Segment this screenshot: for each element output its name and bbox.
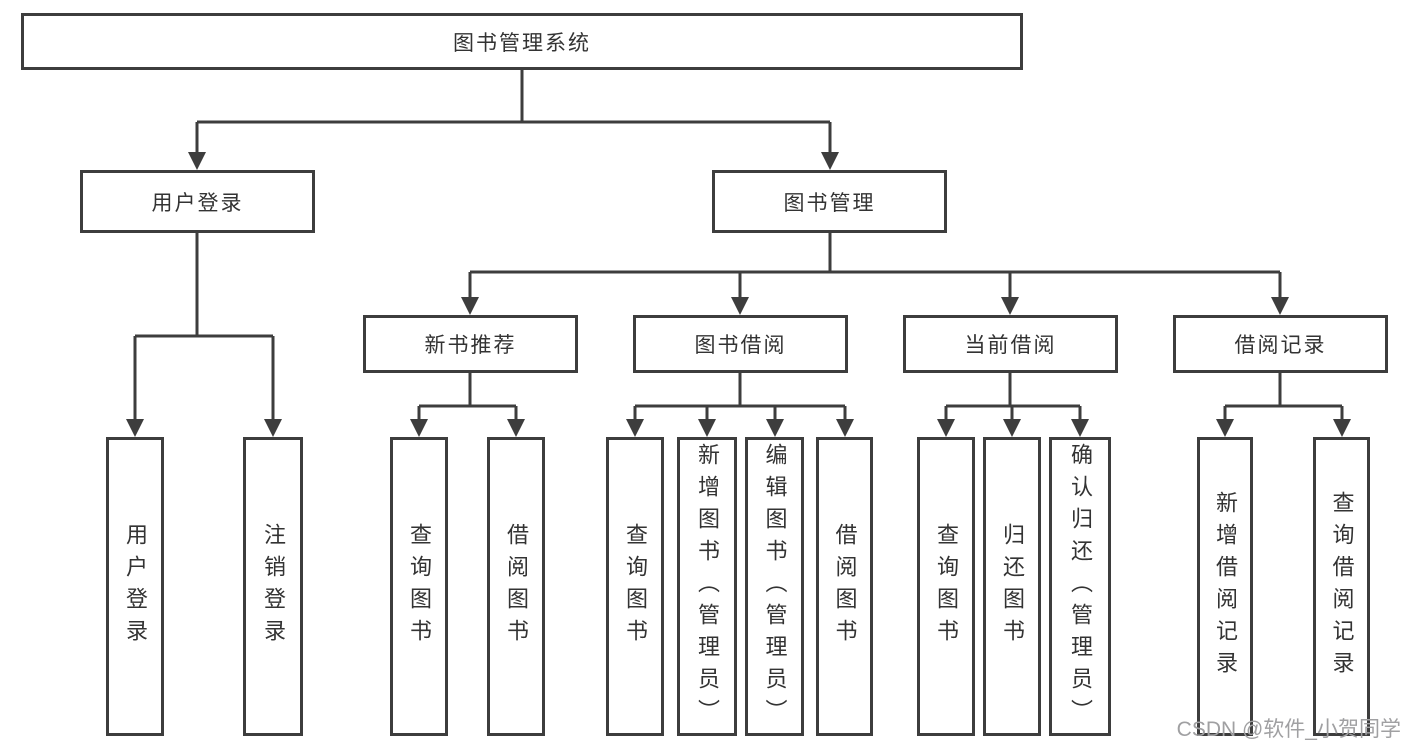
node-borrow-records: 借阅记录 (1173, 315, 1388, 373)
leaf-add-borrow-record-label: 新增借阅记录 (1213, 490, 1238, 683)
leaf-edit-books-admin-label: 编辑图书（管理员） (762, 442, 788, 731)
leaf-query-books-current: 查询图书 (917, 437, 975, 736)
leaf-query-books-recommend-label: 查询图书 (407, 522, 432, 651)
node-book-management: 图书管理 (712, 170, 947, 233)
leaf-query-books-current-label: 查询图书 (934, 522, 959, 651)
leaf-return-books-label: 归还图书 (1000, 522, 1025, 651)
leaf-edit-books-admin: 编辑图书（管理员） (745, 437, 804, 736)
node-user-login: 用户登录 (80, 170, 315, 233)
leaf-return-books: 归还图书 (983, 437, 1041, 736)
node-book-management-label: 图书管理 (783, 191, 876, 215)
watermark: CSDN @软件_小贺同学 (1176, 718, 1401, 741)
node-book-borrow-label: 图书借阅 (694, 334, 787, 357)
leaf-query-borrow-record: 查询借阅记录 (1313, 437, 1370, 736)
node-new-book-recommend-label: 新书推荐 (424, 334, 517, 357)
leaf-query-books-borrow-label: 查询图书 (623, 522, 648, 651)
leaf-query-borrow-record-label: 查询借阅记录 (1329, 490, 1355, 683)
leaf-borrow-books-recommend-label: 借阅图书 (504, 522, 529, 651)
leaf-confirm-return-admin-label: 确认归还（管理员） (1068, 442, 1093, 731)
leaf-borrow-books-recommend: 借阅图书 (487, 437, 545, 736)
leaf-add-books-admin: 新增图书（管理员） (677, 437, 737, 736)
node-current-borrow-label: 当前借阅 (964, 334, 1057, 357)
node-new-book-recommend: 新书推荐 (363, 315, 578, 373)
leaf-user-login-label: 用户登录 (123, 522, 148, 651)
node-library-management-system: 图书管理系统 (21, 13, 1023, 70)
node-book-borrow: 图书借阅 (633, 315, 848, 373)
leaf-confirm-return-admin: 确认归还（管理员） (1049, 437, 1111, 736)
leaf-query-books-recommend: 查询图书 (390, 437, 448, 736)
leaf-logout-label: 注销登录 (261, 522, 286, 651)
node-library-management-system-label: 图书管理系统 (453, 31, 591, 55)
leaf-logout: 注销登录 (243, 437, 303, 736)
leaf-add-borrow-record: 新增借阅记录 (1197, 437, 1253, 736)
leaf-borrow-books: 借阅图书 (816, 437, 873, 736)
leaf-add-books-admin-label: 新增图书（管理员） (695, 442, 720, 731)
node-current-borrow: 当前借阅 (903, 315, 1118, 373)
leaf-borrow-books-label: 借阅图书 (832, 522, 858, 651)
leaf-query-books-borrow: 查询图书 (606, 437, 664, 736)
leaf-user-login: 用户登录 (106, 437, 164, 736)
node-user-login-label: 用户登录 (151, 191, 244, 215)
node-borrow-records-label: 借阅记录 (1234, 334, 1327, 357)
